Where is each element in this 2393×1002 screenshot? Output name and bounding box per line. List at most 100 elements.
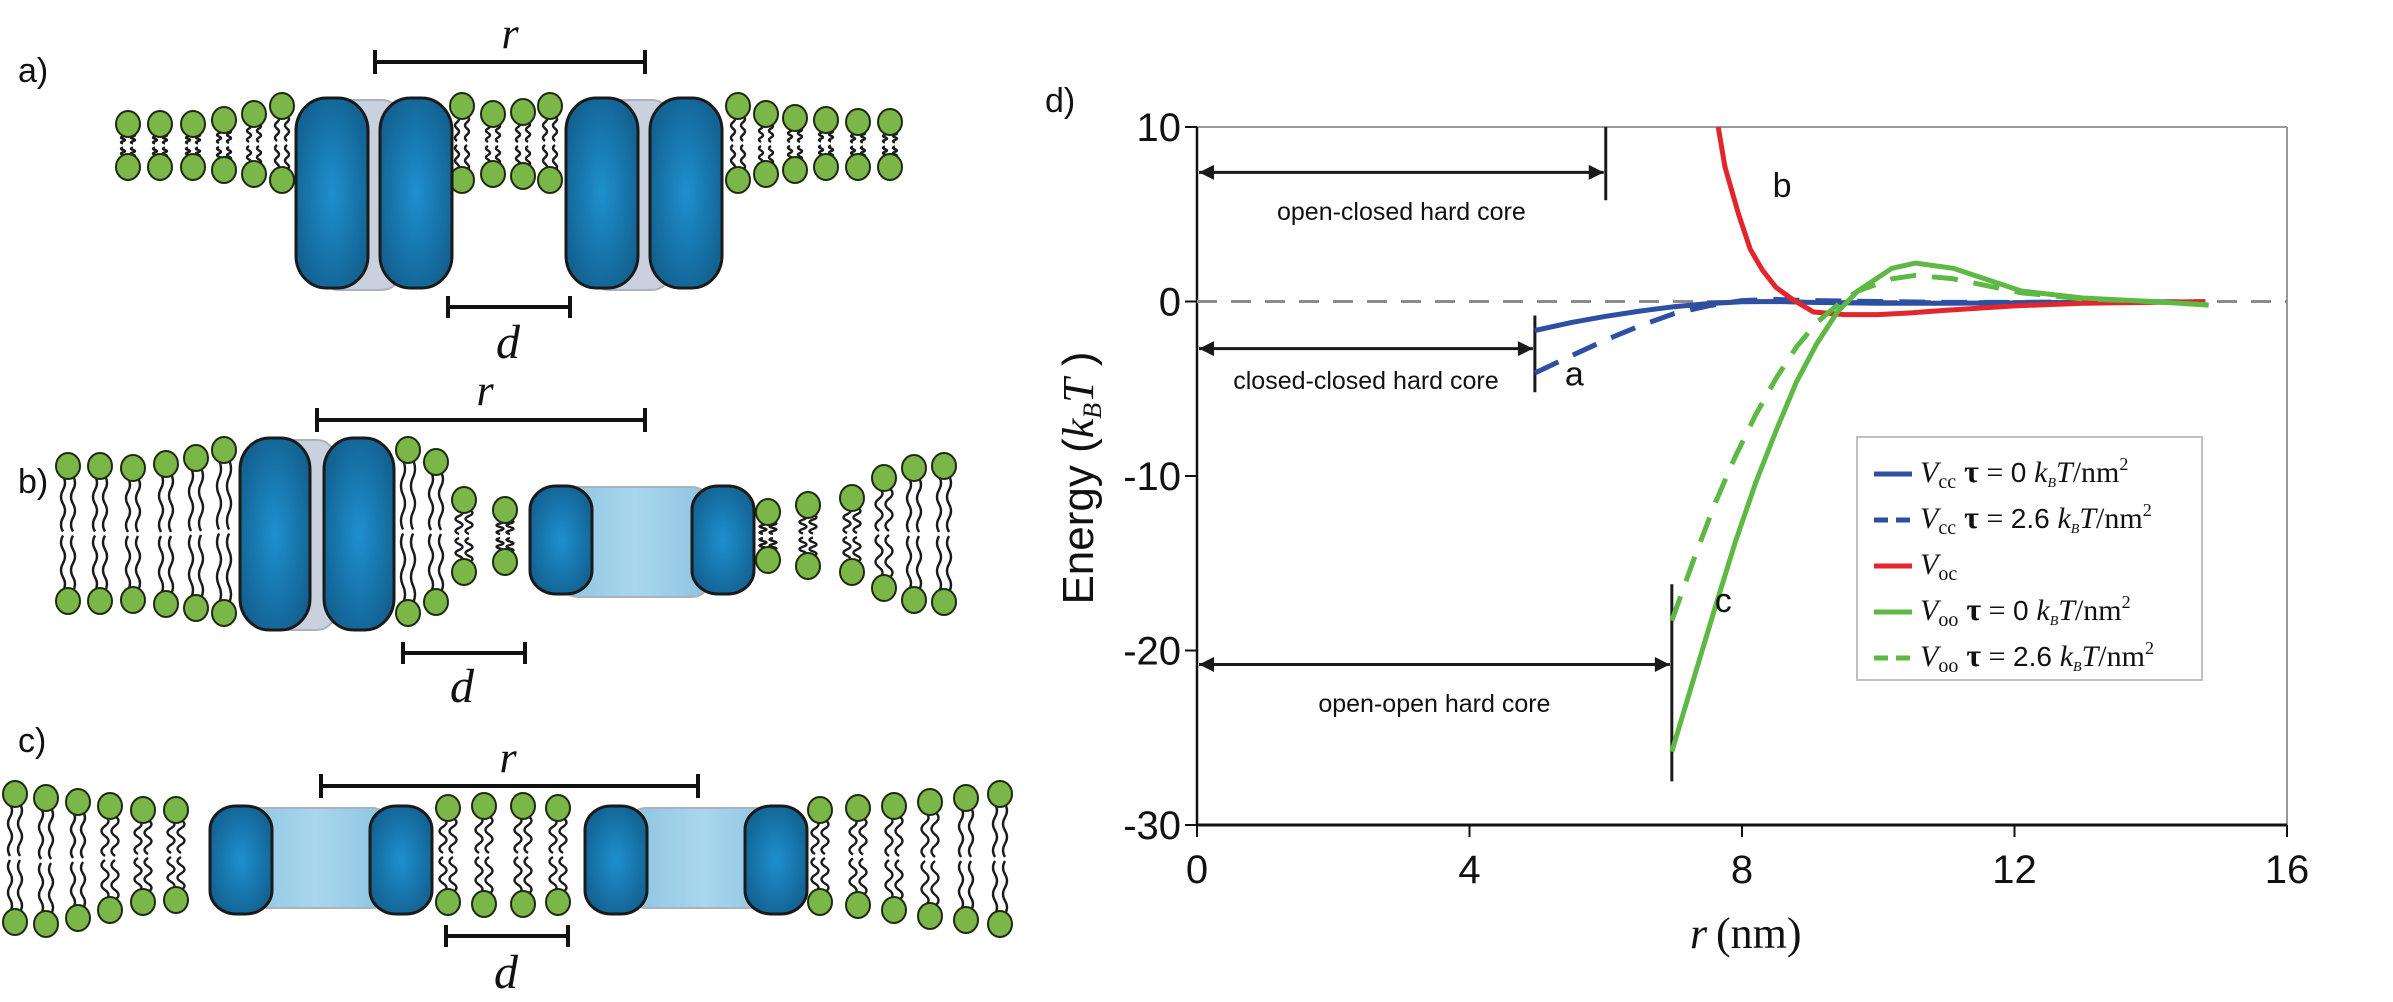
lipid-tail	[91, 534, 99, 592]
lipid-tail	[187, 467, 195, 532]
legend-value: 0	[2011, 457, 2034, 488]
legend-entry: Voc	[1874, 548, 1957, 585]
lipid-tail	[69, 811, 77, 859]
lipid-tail	[166, 855, 176, 892]
legend-ksub: B	[2047, 476, 2056, 491]
lipid-head	[901, 586, 927, 614]
lipid-tail	[91, 475, 99, 533]
curve-labels: bac	[1565, 167, 1792, 620]
lipid-tail	[852, 535, 862, 564]
x-tick-label: 0	[1186, 848, 1208, 892]
lipid	[449, 92, 475, 194]
lipid	[423, 448, 449, 616]
lipid-head	[881, 896, 907, 924]
legend-eq: =	[1981, 640, 2013, 673]
lipid-tail	[558, 855, 568, 894]
lipid-head	[130, 888, 156, 916]
lipid-tail	[930, 811, 940, 858]
lipid-tail	[474, 814, 484, 855]
lipid-tail	[69, 861, 77, 909]
lipid-head	[33, 910, 59, 938]
lipid-tail	[101, 475, 109, 533]
lipid	[183, 444, 209, 622]
lipid	[881, 792, 907, 924]
lipid-tail	[768, 536, 778, 552]
legend-value: 0	[2013, 595, 2036, 626]
schematic-panel-c: c) r d	[2, 722, 1013, 999]
protein-subunit	[208, 804, 274, 916]
lipid	[931, 452, 957, 616]
lipid-head	[65, 788, 91, 816]
lipid	[877, 108, 903, 181]
hard-core-annotation: open-open hard core	[1199, 584, 1674, 782]
lipid-head	[877, 153, 903, 181]
lipid-head	[492, 496, 518, 524]
lipid-head	[753, 100, 779, 128]
lipid-head	[871, 464, 897, 492]
lipid-tail	[548, 855, 558, 894]
lipid-tail	[920, 811, 930, 858]
lipid	[130, 796, 156, 916]
lipid	[180, 110, 206, 181]
lipid-head	[471, 890, 497, 918]
lipid-tail	[79, 861, 87, 909]
legend-tau: τ	[1958, 637, 1981, 673]
lipid	[807, 796, 833, 916]
lipid	[510, 792, 536, 918]
lipid-head	[2, 908, 28, 936]
lipid-head	[87, 452, 113, 480]
lipid-head	[147, 153, 173, 181]
lipid-head	[211, 599, 237, 627]
legend-entry: Vcc τ = 0 kBT/nm2	[1874, 453, 2128, 493]
legend-v: V	[1920, 594, 1942, 627]
legend-sup: 2	[2145, 638, 2154, 658]
lipid-tail	[767, 122, 775, 144]
lipid-tail	[409, 532, 417, 604]
lipid-tail	[134, 535, 142, 591]
legend-k: k	[2036, 594, 2050, 627]
lipid-tail	[124, 477, 132, 533]
lipid-head	[120, 454, 146, 482]
legend-v: V	[1920, 548, 1942, 581]
lipid-head	[931, 588, 957, 616]
lipid-head	[845, 891, 871, 919]
lipid	[153, 450, 179, 618]
lipid-tail	[69, 534, 77, 592]
legend-sub: oc	[1938, 563, 1957, 585]
lipid-tail	[729, 144, 737, 171]
protein-subunit	[690, 484, 756, 596]
lipid	[813, 106, 839, 181]
lipid-bilayer-c	[2, 780, 1013, 938]
lipid-tail	[991, 860, 999, 915]
lipid-head	[845, 108, 871, 136]
lipid-tail	[283, 144, 291, 171]
lipid-tail	[884, 859, 894, 901]
lipid-tail	[437, 471, 445, 531]
legend-k: k	[2057, 502, 2071, 535]
lipid-head	[987, 910, 1013, 938]
legend-v: V	[1920, 640, 1942, 673]
lipid-head	[871, 574, 897, 602]
curve-label-b: b	[1773, 167, 1792, 205]
lipid-tail	[453, 144, 461, 171]
lipid-head	[163, 796, 189, 824]
lipid-tail	[848, 857, 858, 897]
lipid-tail	[464, 508, 474, 536]
lipid-head	[241, 160, 267, 188]
legend-label: Voo τ = 2.6 kBT/nm2	[1920, 637, 2154, 677]
lipid-tail	[848, 816, 858, 856]
lipid-tail	[59, 534, 67, 592]
lipid-tail	[967, 860, 975, 911]
lipid-tail	[187, 534, 195, 599]
lipid-head	[97, 896, 123, 924]
legend-sup: 2	[2119, 454, 2128, 474]
legend-unit: /nm	[2075, 594, 2122, 627]
lipid-head	[269, 166, 295, 194]
y-axis-title-k: k	[1054, 417, 1103, 438]
lipid	[65, 788, 91, 932]
y-axis-title-close: )	[1054, 351, 1103, 378]
legend-unit: /nm	[2073, 456, 2120, 489]
lipid-tail	[463, 144, 471, 171]
lipid-head	[545, 888, 571, 916]
